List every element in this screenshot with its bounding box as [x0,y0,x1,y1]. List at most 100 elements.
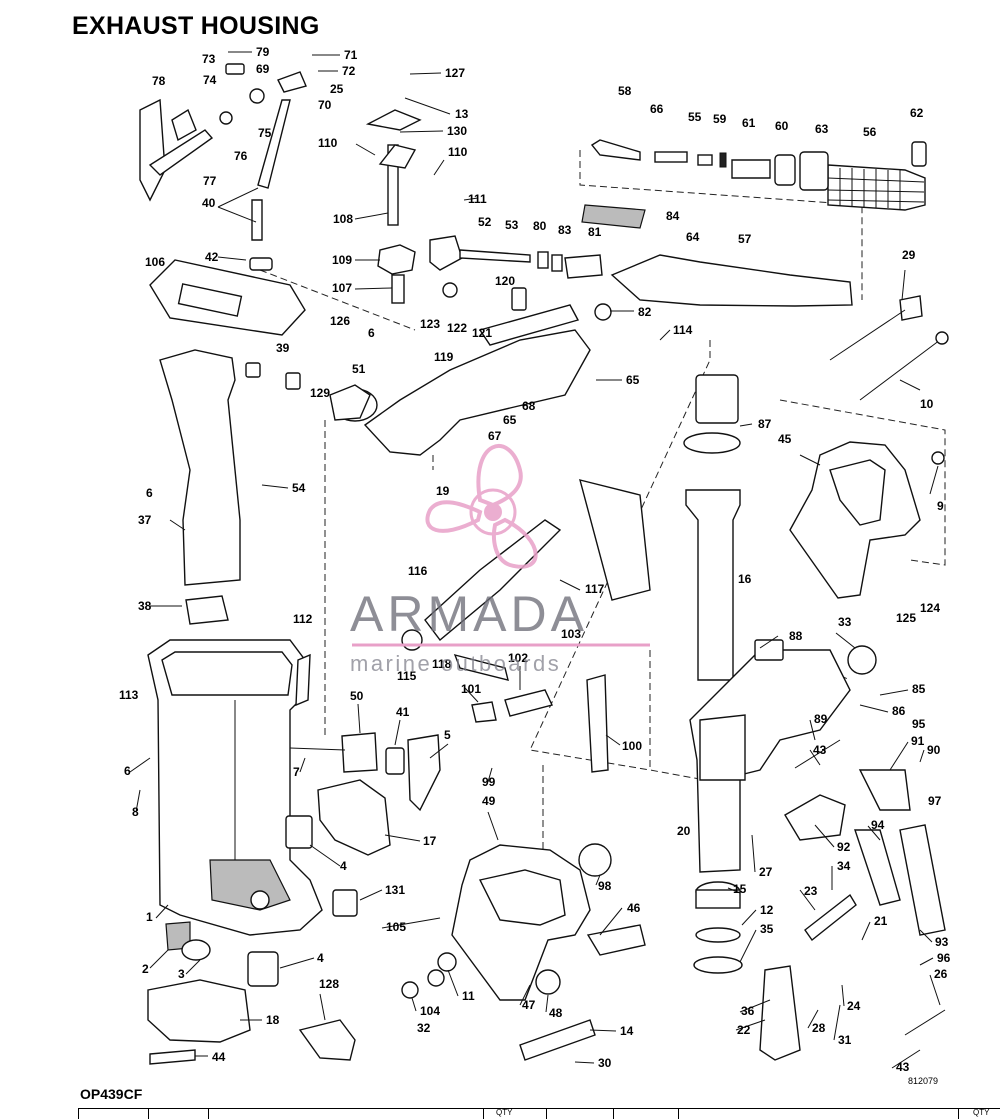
callout-50: 50 [350,689,364,703]
stern-bracket-starboard [789,441,921,599]
callout-129: 129 [310,386,330,400]
callout-10: 10 [920,397,934,411]
callout-103: 103 [561,627,581,641]
callout-24: 24 [847,999,861,1013]
callout-93: 93 [935,935,949,949]
callout-42: 42 [205,250,219,264]
callout-4: 4 [340,859,347,873]
steering-handle [590,139,927,307]
callout-122: 122 [447,321,467,335]
callout-57: 57 [738,232,752,246]
callout-29: 29 [902,248,916,262]
callout-5: 5 [444,728,451,742]
callout-33: 33 [838,615,852,629]
callout-99: 99 [482,775,496,789]
callout-22: 22 [737,1023,751,1037]
exhaust-housing-body [147,639,323,936]
callout-123: 123 [420,317,440,331]
callout-43: 43 [896,1060,910,1074]
callout-21: 21 [874,914,888,928]
callout-95: 95 [912,717,926,731]
callout-86: 86 [892,704,906,718]
callout-49: 49 [482,794,496,808]
callout-104: 104 [420,1004,440,1018]
qty-header-b: QTY [973,1108,990,1117]
callout-25: 25 [330,82,344,96]
callout-118: 118 [432,657,452,671]
callout-121: 121 [472,326,492,340]
callout-106: 106 [145,255,165,269]
callout-105: 105 [386,920,406,934]
callout-89: 89 [814,712,828,726]
callout-31: 31 [838,1033,852,1047]
callout-88: 88 [789,629,803,643]
callout-85: 85 [912,682,926,696]
callout-65: 65 [503,413,517,427]
callout-116: 116 [408,564,428,578]
drawing-number: 812079 [908,1076,939,1086]
callout-68: 68 [522,399,536,413]
callout-61: 61 [742,116,756,130]
callout-77: 77 [203,174,217,188]
callout-131: 131 [385,883,405,897]
leader-lines [129,51,941,1069]
callout-44: 44 [212,1050,226,1064]
callout-91: 91 [911,734,925,748]
callout-87: 87 [758,417,772,431]
callout-27: 27 [759,865,773,879]
callout-125: 125 [896,611,916,625]
callout-130: 130 [447,124,467,138]
callout-52: 52 [478,215,492,229]
callout-36: 36 [741,1004,755,1018]
callout-128: 128 [319,977,339,991]
callout-43: 43 [813,743,827,757]
callout-73: 73 [202,52,216,66]
callout-12: 12 [760,903,774,917]
callout-96: 96 [937,951,951,965]
callout-67: 67 [488,429,502,443]
watermark-tagline: marine outboards [350,651,562,676]
stern-bracket-port [451,844,591,1001]
figure-code: OP439CF [80,1086,143,1102]
callout-46: 46 [627,901,641,915]
watermark-brand: ARMADA [350,586,588,642]
callout-51: 51 [352,362,366,376]
callout-11: 11 [462,989,475,1003]
callout-113: 113 [119,688,139,702]
callout-45: 45 [778,432,792,446]
propeller-logo-icon [425,444,538,569]
callout-82: 82 [638,305,652,319]
callout-6: 6 [124,764,131,778]
swivel-bracket [683,374,851,974]
callout-41: 41 [396,705,410,719]
callout-110: 110 [318,136,338,150]
callout-127: 127 [445,66,465,80]
callout-65: 65 [626,373,640,387]
callout-94: 94 [871,818,885,832]
callout-16: 16 [738,572,752,586]
callout-84: 84 [666,209,680,223]
page-title: EXHAUST HOUSING [72,12,320,40]
callout-78: 78 [152,74,166,88]
callout-6: 6 [368,326,375,340]
callout-37: 37 [138,513,152,527]
callout-79: 79 [256,45,270,59]
callout-107: 107 [332,281,352,295]
callout-97: 97 [928,794,942,808]
callout-102: 102 [508,651,528,665]
callout-20: 20 [677,824,691,838]
callout-81: 81 [588,225,602,239]
callout-26: 26 [934,967,948,981]
callout-58: 58 [618,84,632,98]
parts-table-header: QTY QTY [78,1108,1000,1119]
callout-38: 38 [138,599,152,613]
callout-28: 28 [812,1021,826,1035]
callout-60: 60 [775,119,789,133]
callout-69: 69 [256,62,270,76]
callout-56: 56 [863,125,877,139]
callout-117: 117 [585,582,605,596]
callout-23: 23 [804,884,818,898]
callout-14: 14 [620,1024,634,1038]
callout-64: 64 [686,230,700,244]
